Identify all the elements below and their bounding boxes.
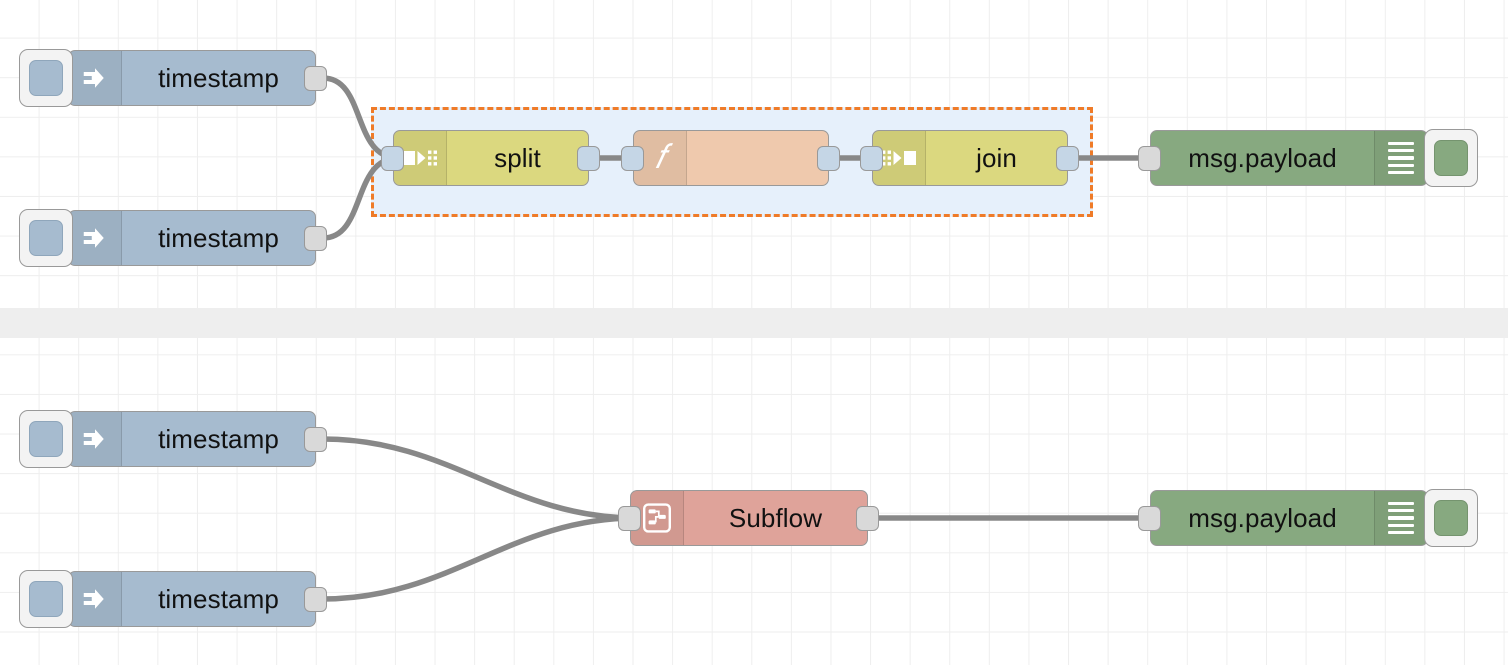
output-port-inject-bot-1[interactable] [304, 427, 327, 452]
debug-lines-glyph [1388, 501, 1414, 535]
node-label: timestamp [158, 423, 279, 454]
output-port-join[interactable] [1056, 146, 1079, 171]
node-label: msg.payload [1188, 502, 1337, 533]
output-port-function[interactable] [817, 146, 840, 171]
debug-toggle-button-top[interactable] [1424, 129, 1478, 187]
inject-button-bot-2[interactable] [19, 570, 73, 628]
node-join[interactable]: join [872, 130, 1068, 186]
inject-button-pad [29, 581, 63, 617]
node-split[interactable]: split [393, 130, 589, 186]
input-port-join[interactable] [860, 146, 883, 171]
inject-button-top-1[interactable] [19, 49, 73, 107]
output-port-inject-bot-2[interactable] [304, 587, 327, 612]
debug-lines-icon [1374, 131, 1427, 185]
node-debug-top[interactable]: msg.payload [1150, 130, 1428, 186]
node-label: split [494, 142, 541, 173]
node-label [687, 131, 828, 185]
node-inject-bot-2[interactable]: timestamp [68, 571, 316, 627]
wire-inject-bot-1-to-subflow [320, 436, 639, 521]
output-port-split[interactable] [577, 146, 600, 171]
debug-toggle-pad [1434, 140, 1468, 176]
output-port-inject-top-2[interactable] [304, 226, 327, 251]
node-label: timestamp [158, 583, 279, 614]
inject-button-bot-1[interactable] [19, 410, 73, 468]
node-inject-top-1[interactable]: timestamp [68, 50, 316, 106]
debug-toggle-button-bot[interactable] [1424, 489, 1478, 547]
inject-button-pad [29, 60, 63, 96]
input-port-subflow[interactable] [618, 506, 641, 531]
arrow-right-icon [69, 572, 122, 626]
node-label: msg.payload [1188, 142, 1337, 173]
output-port-inject-top-1[interactable] [304, 66, 327, 91]
node-debug-bot[interactable]: msg.payload [1150, 490, 1428, 546]
inject-button-pad [29, 220, 63, 256]
input-port-debug-bot[interactable] [1138, 506, 1161, 531]
node-label: timestamp [158, 62, 279, 93]
arrow-right-icon [69, 51, 122, 105]
node-label: join [976, 142, 1017, 173]
node-inject-bot-1[interactable]: timestamp [68, 411, 316, 467]
arrow-right-icon [69, 412, 122, 466]
inject-button-top-2[interactable] [19, 209, 73, 267]
debug-toggle-pad [1434, 500, 1468, 536]
node-label: Subflow [728, 502, 823, 533]
wire-inject-bot-2-to-subflow [320, 515, 639, 602]
node-subflow[interactable]: Subflow [630, 490, 868, 546]
debug-lines-glyph [1388, 141, 1414, 175]
debug-lines-icon [1374, 491, 1427, 545]
node-label: timestamp [158, 222, 279, 253]
input-port-split[interactable] [381, 146, 404, 171]
flow-divider-band [0, 308, 1508, 338]
arrow-right-icon [69, 211, 122, 265]
input-port-function[interactable] [621, 146, 644, 171]
function-f-glyph: 𝑓 [654, 139, 666, 176]
node-function[interactable]: 𝑓 [633, 130, 829, 186]
node-inject-top-2[interactable]: timestamp [68, 210, 316, 266]
output-port-subflow[interactable] [856, 506, 879, 531]
input-port-debug-top[interactable] [1138, 146, 1161, 171]
inject-button-pad [29, 421, 63, 457]
